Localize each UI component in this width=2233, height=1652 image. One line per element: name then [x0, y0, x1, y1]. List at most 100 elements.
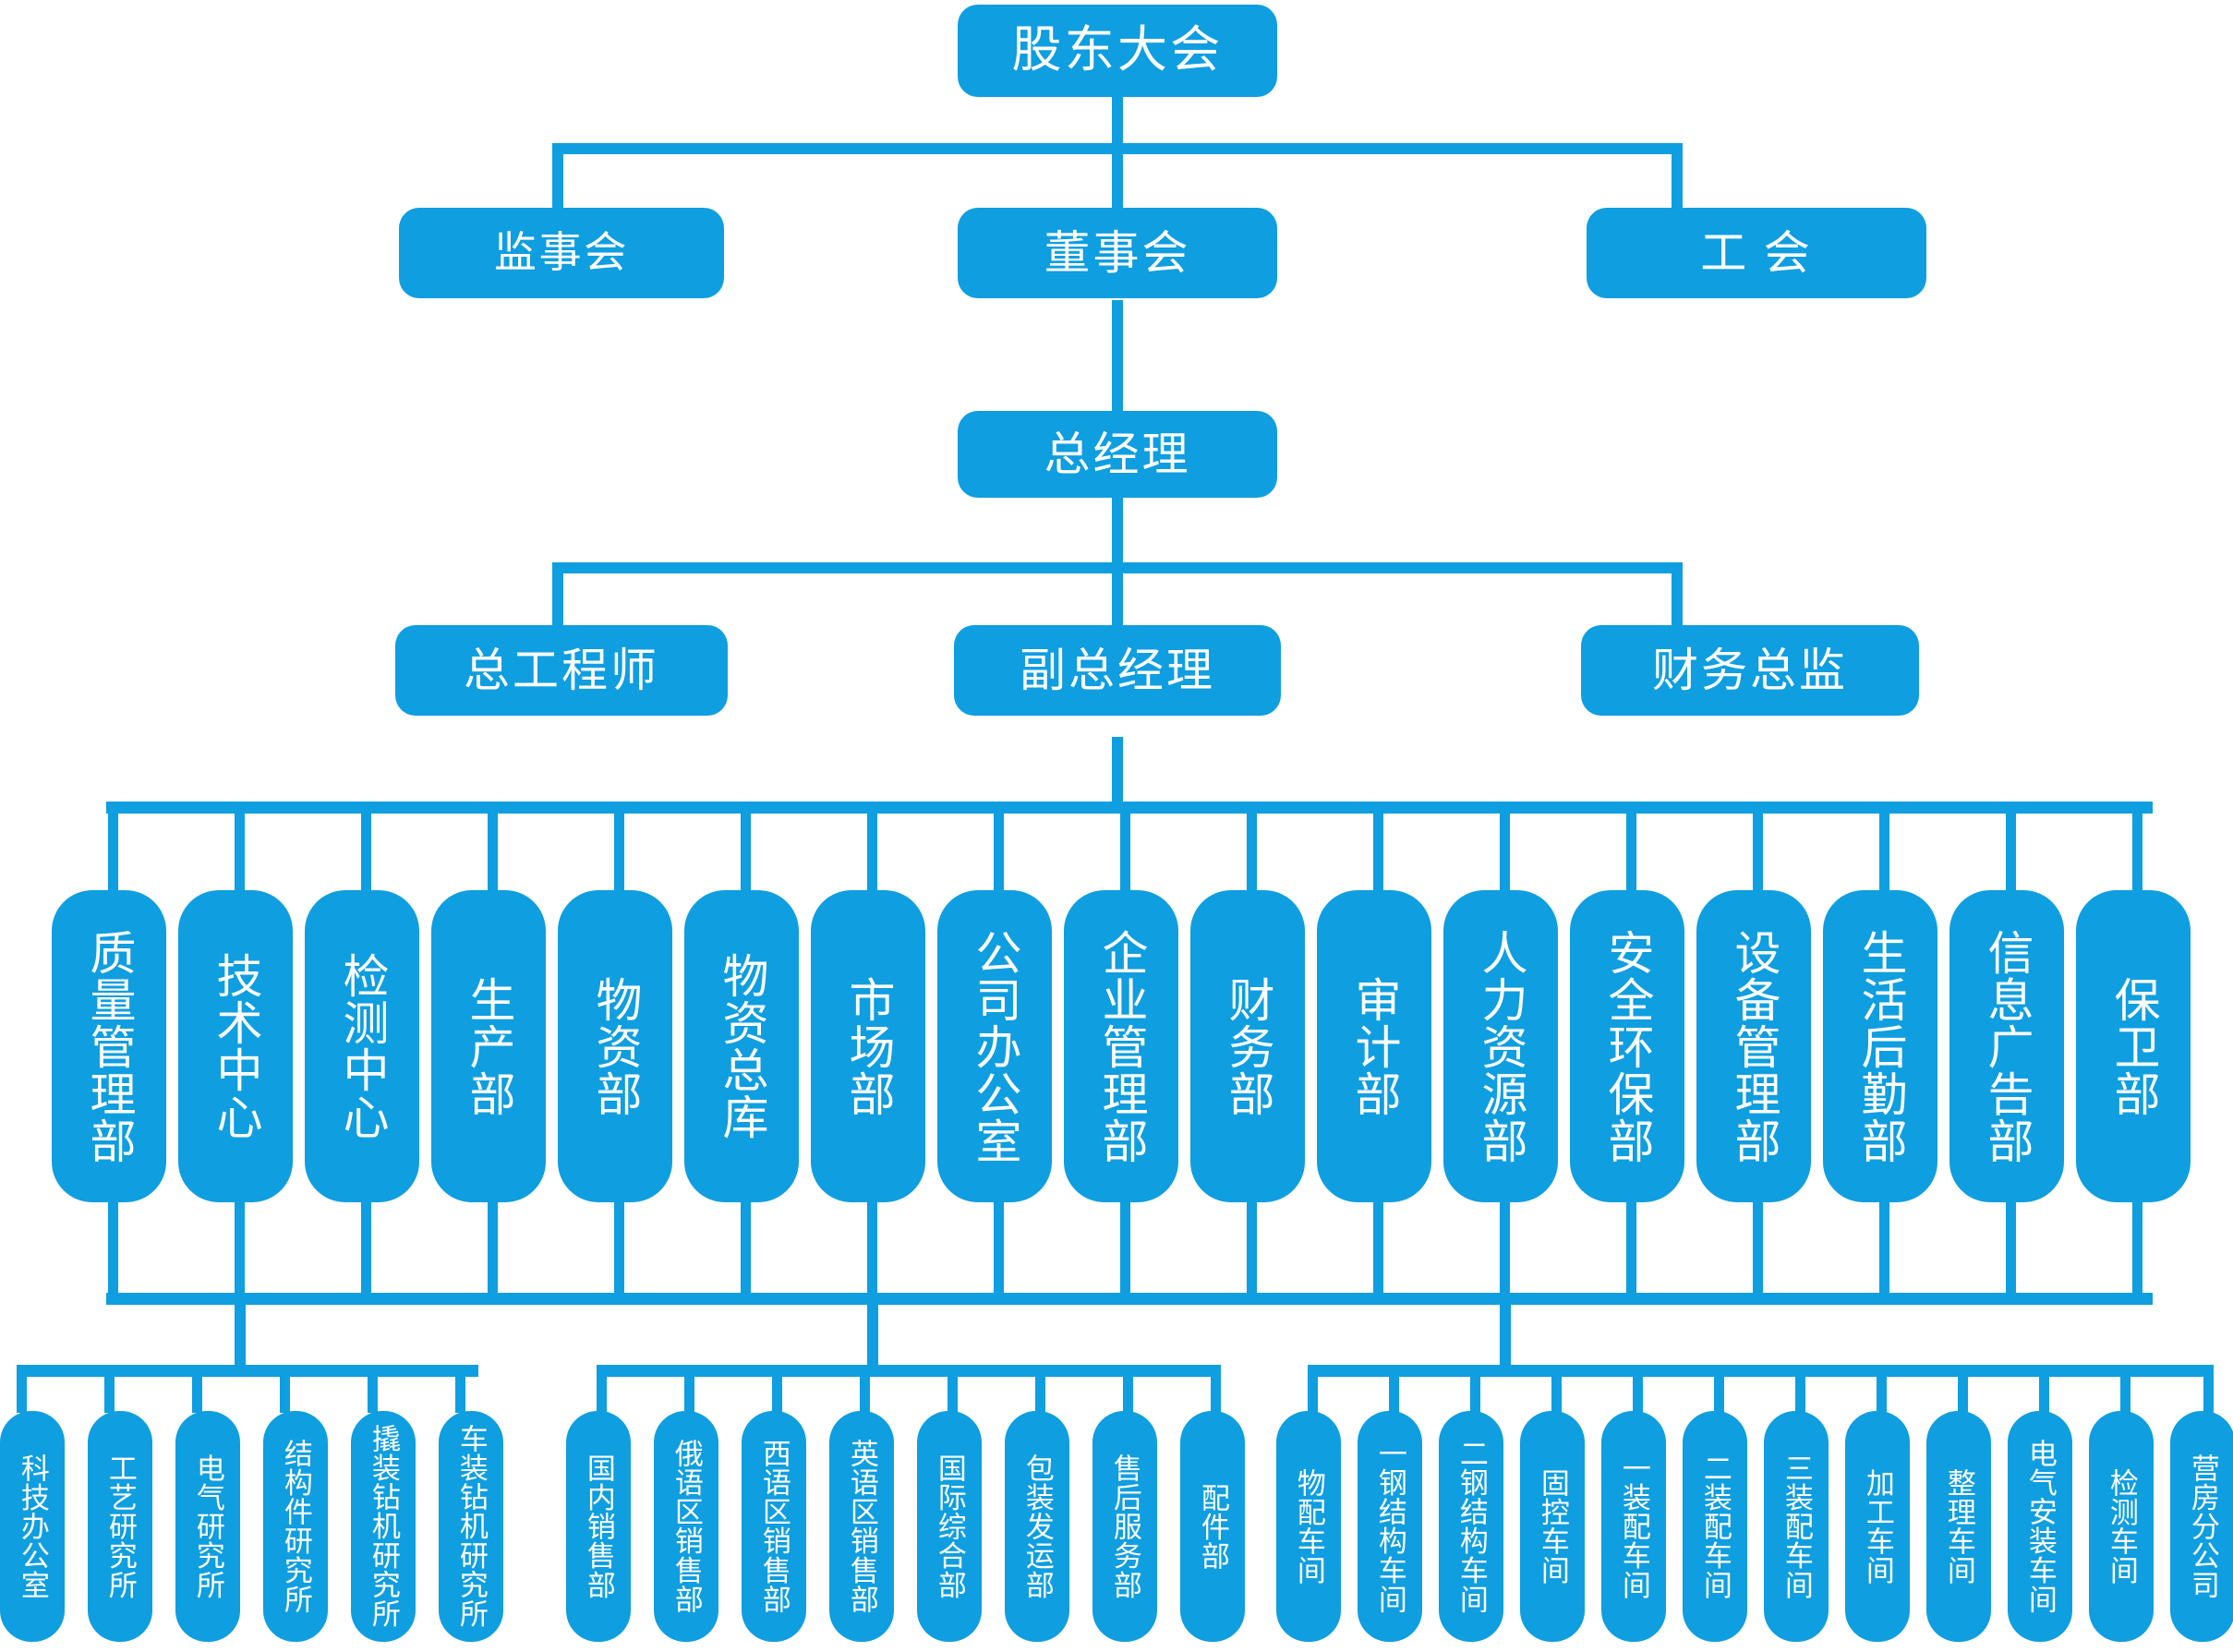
sales-department-node[interactable]: 英语区销售部 — [829, 1411, 894, 1642]
node-label: 技术中心 — [210, 952, 262, 1140]
workshop-node[interactable]: 三装配车间 — [1764, 1411, 1829, 1642]
department-node[interactable]: 安全环保部 — [1570, 890, 1684, 1202]
node-label: 撬装钻机研究所 — [367, 1424, 400, 1629]
node-label: 配件部 — [1196, 1482, 1229, 1571]
sales-department-node[interactable]: 国内销售部 — [566, 1411, 631, 1642]
department-node[interactable]: 审计部 — [1317, 890, 1431, 1202]
sales-department-node[interactable]: 配件部 — [1180, 1411, 1245, 1642]
node-board-of-directors[interactable]: 董事会 — [958, 208, 1277, 298]
node-label: 信息广告部 — [1981, 928, 2034, 1164]
department-node[interactable]: 公司办公室 — [937, 890, 1052, 1202]
department-node[interactable]: 保卫部 — [2076, 890, 2191, 1202]
department-node[interactable]: 财务部 — [1190, 890, 1305, 1202]
node-label: 工艺研究所 — [103, 1453, 137, 1600]
workshop-node[interactable]: 电气安装车间 — [2008, 1411, 2072, 1642]
node-label: 物配车间 — [1292, 1467, 1325, 1586]
node-label: 质量管理部 — [83, 928, 136, 1164]
workshop-node[interactable]: 二钢结构车间 — [1439, 1411, 1503, 1642]
node-label: 售后服务部 — [1108, 1453, 1141, 1600]
node-label: 电气安装车间 — [2023, 1439, 2057, 1614]
department-node[interactable]: 市场部 — [811, 890, 925, 1202]
node-deputy-general-manager[interactable]: 副总经理 — [954, 625, 1281, 716]
node-label: 财务总监 — [1652, 644, 1848, 696]
department-node[interactable]: 生产部 — [431, 890, 546, 1202]
node-label: 公司办公室 — [969, 928, 1021, 1164]
node-label: 一钢结构车间 — [1373, 1439, 1406, 1614]
research-institute-node[interactable]: 科技办公室 — [0, 1411, 65, 1642]
node-label: 国内销售部 — [582, 1453, 615, 1600]
sales-department-node[interactable]: 售后服务部 — [1092, 1411, 1157, 1642]
workshop-node[interactable]: 二装配车间 — [1683, 1411, 1747, 1642]
node-label: 营房分公司 — [2186, 1453, 2219, 1600]
node-label: 副总经理 — [1020, 644, 1215, 696]
workshop-node[interactable]: 一钢结构车间 — [1358, 1411, 1422, 1642]
node-label: 市场部 — [842, 975, 895, 1117]
research-institute-node[interactable]: 撬装钻机研究所 — [351, 1411, 416, 1642]
node-label: 总经理 — [1044, 428, 1191, 480]
node-label: 科技办公室 — [16, 1453, 49, 1600]
sales-department-node[interactable]: 俄语区销售部 — [654, 1411, 718, 1642]
department-node[interactable]: 生活后勤部 — [1823, 890, 1937, 1202]
department-node[interactable]: 物资部 — [558, 890, 672, 1202]
node-cfo[interactable]: 财务总监 — [1581, 625, 1919, 716]
node-label: 保卫部 — [2107, 975, 2160, 1117]
node-label: 三装配车间 — [1780, 1453, 1813, 1600]
node-label: 西语区销售部 — [757, 1439, 791, 1614]
node-label: 物资总库 — [716, 952, 768, 1140]
node-label: 国际综合部 — [933, 1453, 966, 1600]
node-label: 生活后勤部 — [1854, 928, 1907, 1164]
node-label: 英语区销售部 — [845, 1439, 878, 1614]
research-institute-node[interactable]: 电气研究所 — [175, 1411, 240, 1642]
node-general-manager[interactable]: 总经理 — [958, 411, 1277, 498]
node-chief-engineer[interactable]: 总工程师 — [395, 625, 728, 716]
workshop-node[interactable]: 营房分公司 — [2170, 1411, 2233, 1642]
sales-department-node[interactable]: 包装发运部 — [1005, 1411, 1069, 1642]
workshop-node[interactable]: 固控车间 — [1520, 1411, 1585, 1642]
research-institute-node[interactable]: 结构件研究所 — [263, 1411, 328, 1642]
node-label: 整理车间 — [1942, 1467, 1975, 1586]
node-label: 总工程师 — [464, 644, 659, 696]
department-node[interactable]: 质量管理部 — [52, 890, 166, 1202]
department-node[interactable]: 人力资源部 — [1443, 890, 1558, 1202]
workshop-node[interactable]: 整理车间 — [1926, 1411, 1991, 1642]
workshop-node[interactable]: 一装配车间 — [1601, 1411, 1666, 1642]
workshop-node[interactable]: 加工车间 — [1845, 1411, 1910, 1642]
node-label: 电气研究所 — [191, 1453, 224, 1600]
department-node[interactable]: 检测中心 — [305, 890, 419, 1202]
node-label: 设备管理部 — [1728, 928, 1780, 1164]
department-node[interactable]: 信息广告部 — [1949, 890, 2064, 1202]
node-label: 工 会 — [1700, 226, 1813, 279]
department-node[interactable]: 技术中心 — [178, 890, 293, 1202]
node-label: 一装配车间 — [1617, 1453, 1650, 1600]
node-supervisory-board[interactable]: 监事会 — [399, 208, 724, 298]
sales-department-node[interactable]: 国际综合部 — [917, 1411, 982, 1642]
node-label: 二装配车间 — [1698, 1453, 1732, 1600]
node-label: 结构件研究所 — [279, 1439, 312, 1614]
node-label: 安全环保部 — [1601, 928, 1654, 1164]
node-label: 物资部 — [589, 975, 642, 1117]
node-label: 股东大会 — [1011, 22, 1224, 78]
sales-department-node[interactable]: 西语区销售部 — [742, 1411, 806, 1642]
node-label: 俄语区销售部 — [670, 1439, 703, 1614]
node-label: 审计部 — [1348, 975, 1401, 1117]
research-institute-node[interactable]: 工艺研究所 — [88, 1411, 152, 1642]
research-institute-node[interactable]: 车装钻机研究所 — [439, 1411, 503, 1642]
node-label: 包装发运部 — [1020, 1453, 1054, 1600]
department-node[interactable]: 企业管理部 — [1064, 890, 1178, 1202]
node-label: 车装钻机研究所 — [454, 1424, 488, 1629]
node-label: 二钢结构车间 — [1454, 1439, 1488, 1614]
node-label: 人力资源部 — [1475, 928, 1527, 1164]
workshop-node[interactable]: 检测车间 — [2089, 1411, 2154, 1642]
node-label: 检测车间 — [2105, 1467, 2138, 1586]
node-shareholders-meeting[interactable]: 股东大会 — [958, 5, 1277, 97]
department-node[interactable]: 设备管理部 — [1696, 890, 1811, 1202]
department-node[interactable]: 物资总库 — [684, 890, 799, 1202]
node-label: 董事会 — [1044, 226, 1191, 279]
workshop-node[interactable]: 物配车间 — [1276, 1411, 1341, 1642]
node-labor-union[interactable]: 工 会 — [1587, 208, 1926, 298]
node-label: 财务部 — [1222, 975, 1274, 1117]
node-label: 企业管理部 — [1095, 928, 1148, 1164]
node-label: 加工车间 — [1861, 1467, 1894, 1586]
